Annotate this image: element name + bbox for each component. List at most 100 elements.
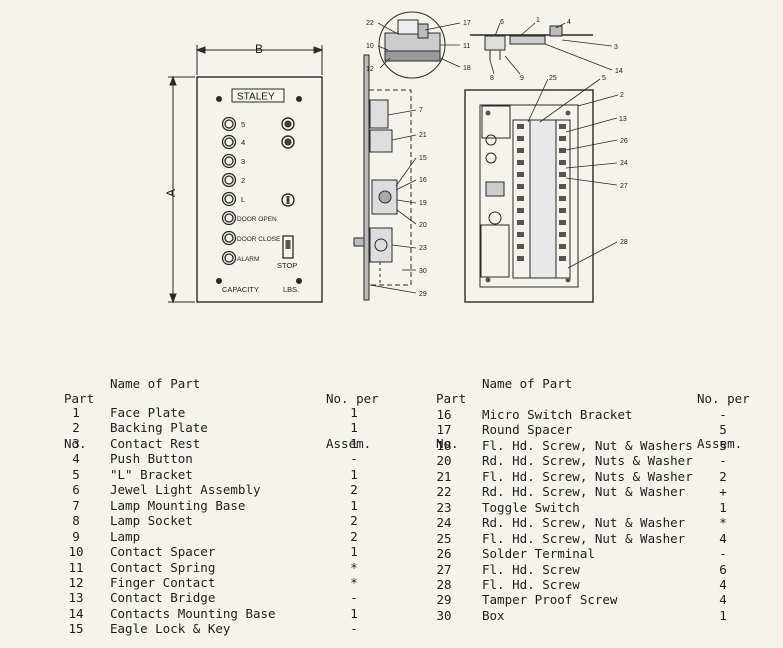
part-name: Contact Rest <box>110 435 201 451</box>
part-qty: 4 <box>719 576 727 592</box>
part-number: 8 <box>72 513 80 529</box>
stop-label: STOP <box>277 261 297 270</box>
face-plate <box>196 76 323 303</box>
part-number: 23 <box>436 499 452 515</box>
part-name: Contact Spring <box>110 559 216 575</box>
part-qty: 5 <box>719 437 727 453</box>
part-name: "L" Bracket <box>110 466 193 482</box>
part-name: Backing Plate <box>110 420 208 436</box>
callout-29: 29 <box>419 291 427 298</box>
part-name: Lamp <box>110 528 141 544</box>
part-qty: - <box>719 407 727 422</box>
part-number: 24 <box>436 515 452 531</box>
callout-26: 26 <box>620 138 628 145</box>
part-name: Toggle Switch <box>482 499 580 515</box>
callout-4: 4 <box>567 19 571 26</box>
button-label-door-close: DOOR CLOSE <box>237 236 281 243</box>
part-qty: 2 <box>350 513 358 529</box>
part-name: Push Button <box>110 451 193 467</box>
part-qty: - <box>350 621 358 637</box>
callout-21: 21 <box>419 132 427 139</box>
parts-drawing: B A STALEY 5 4 3 2 L DOOR OPEN DOOR CLOS… <box>164 11 628 304</box>
part-number: 9 <box>72 528 80 544</box>
part-qty: * <box>350 559 358 575</box>
callout-14: 14 <box>615 68 623 75</box>
part-name: Jewel Light Assembly <box>110 482 261 498</box>
part-number: 25 <box>436 530 452 546</box>
callout-5: 5 <box>602 75 606 82</box>
part-qty: - <box>350 590 358 606</box>
callout-9: 9 <box>520 75 524 82</box>
part-name: Rd. Hd. Screw, Nut & Washer <box>482 515 686 531</box>
callout-3: 3 <box>614 44 618 51</box>
part-number: 22 <box>436 484 452 500</box>
part-qty: 4 <box>719 592 727 608</box>
part-number: 5 <box>72 466 80 482</box>
part-qty: 1 <box>719 607 727 623</box>
part-name: Micro Switch Bracket <box>482 407 633 422</box>
part-qty: * <box>719 515 727 531</box>
part-number: 17 <box>436 422 452 438</box>
callout-10: 10 <box>366 43 374 50</box>
right-header-qty: No. per Assem. <box>697 391 750 451</box>
part-qty: 5 <box>719 422 727 438</box>
callout-17: 17 <box>463 20 471 27</box>
part-qty: 1 <box>350 466 358 482</box>
part-name: Contact Spacer <box>110 544 216 560</box>
callout-12: 12 <box>366 66 374 73</box>
part-number: 6 <box>72 482 80 498</box>
part-name: Fl. Hd. Screw, Nuts & Washer <box>482 468 693 484</box>
part-number: 4 <box>72 451 80 467</box>
part-number: 11 <box>68 559 84 575</box>
callout-23: 23 <box>419 245 427 252</box>
part-name: Fl. Hd. Screw, Nut & Washers <box>482 437 693 453</box>
part-qty: 6 <box>719 561 727 577</box>
dim-a-label: A <box>164 189 178 197</box>
part-qty: 1 <box>719 499 727 515</box>
part-qty: 1 <box>350 435 358 451</box>
part-qty: * <box>350 574 358 590</box>
button-label-3: 3 <box>241 157 245 166</box>
callout-7: 7 <box>419 107 423 114</box>
dim-b-label: B <box>255 42 263 56</box>
callout-30: 30 <box>419 268 427 275</box>
part-name: Fl. Hd. Screw <box>482 561 580 577</box>
button-label-l: L <box>241 195 245 204</box>
callout-11: 11 <box>463 43 470 50</box>
callout-24: 24 <box>620 160 628 167</box>
part-number: 20 <box>436 453 452 469</box>
part-name: Face Plate <box>110 405 186 420</box>
part-qty: 2 <box>719 468 727 484</box>
part-qty: 1 <box>350 405 358 420</box>
part-name: Finger Contact <box>110 574 216 590</box>
part-number: 10 <box>68 544 84 560</box>
part-qty: 2 <box>350 482 358 498</box>
part-qty: 2 <box>350 528 358 544</box>
part-number: 16 <box>436 407 452 422</box>
callout-20: 20 <box>419 222 427 229</box>
part-number: 2 <box>72 420 80 436</box>
callout-16: 16 <box>419 177 427 184</box>
part-name: Contact Bridge <box>110 590 216 606</box>
part-qty: - <box>719 453 727 469</box>
capacity-label: CAPACITY <box>222 285 259 294</box>
button-label-2: 2 <box>241 176 245 185</box>
part-qty: 1 <box>350 420 358 436</box>
right-header-part: Part No. <box>436 391 467 451</box>
part-number: 21 <box>436 468 452 484</box>
part-number: 3 <box>72 435 80 451</box>
part-number: 30 <box>436 607 452 623</box>
part-name: Solder Terminal <box>482 546 595 562</box>
part-number: 7 <box>72 497 80 513</box>
left-header-part: Part No. <box>64 391 95 451</box>
button-label-4: 4 <box>241 138 245 147</box>
part-number: 27 <box>436 561 452 577</box>
part-qty: 1 <box>350 605 358 621</box>
part-number: 26 <box>436 546 452 562</box>
callout-18: 18 <box>463 65 471 72</box>
callout-28: 28 <box>620 239 628 246</box>
part-number: 12 <box>68 574 84 590</box>
callout-1: 1 <box>536 17 540 24</box>
part-number: 14 <box>68 605 84 621</box>
callout-2: 2 <box>620 92 624 99</box>
